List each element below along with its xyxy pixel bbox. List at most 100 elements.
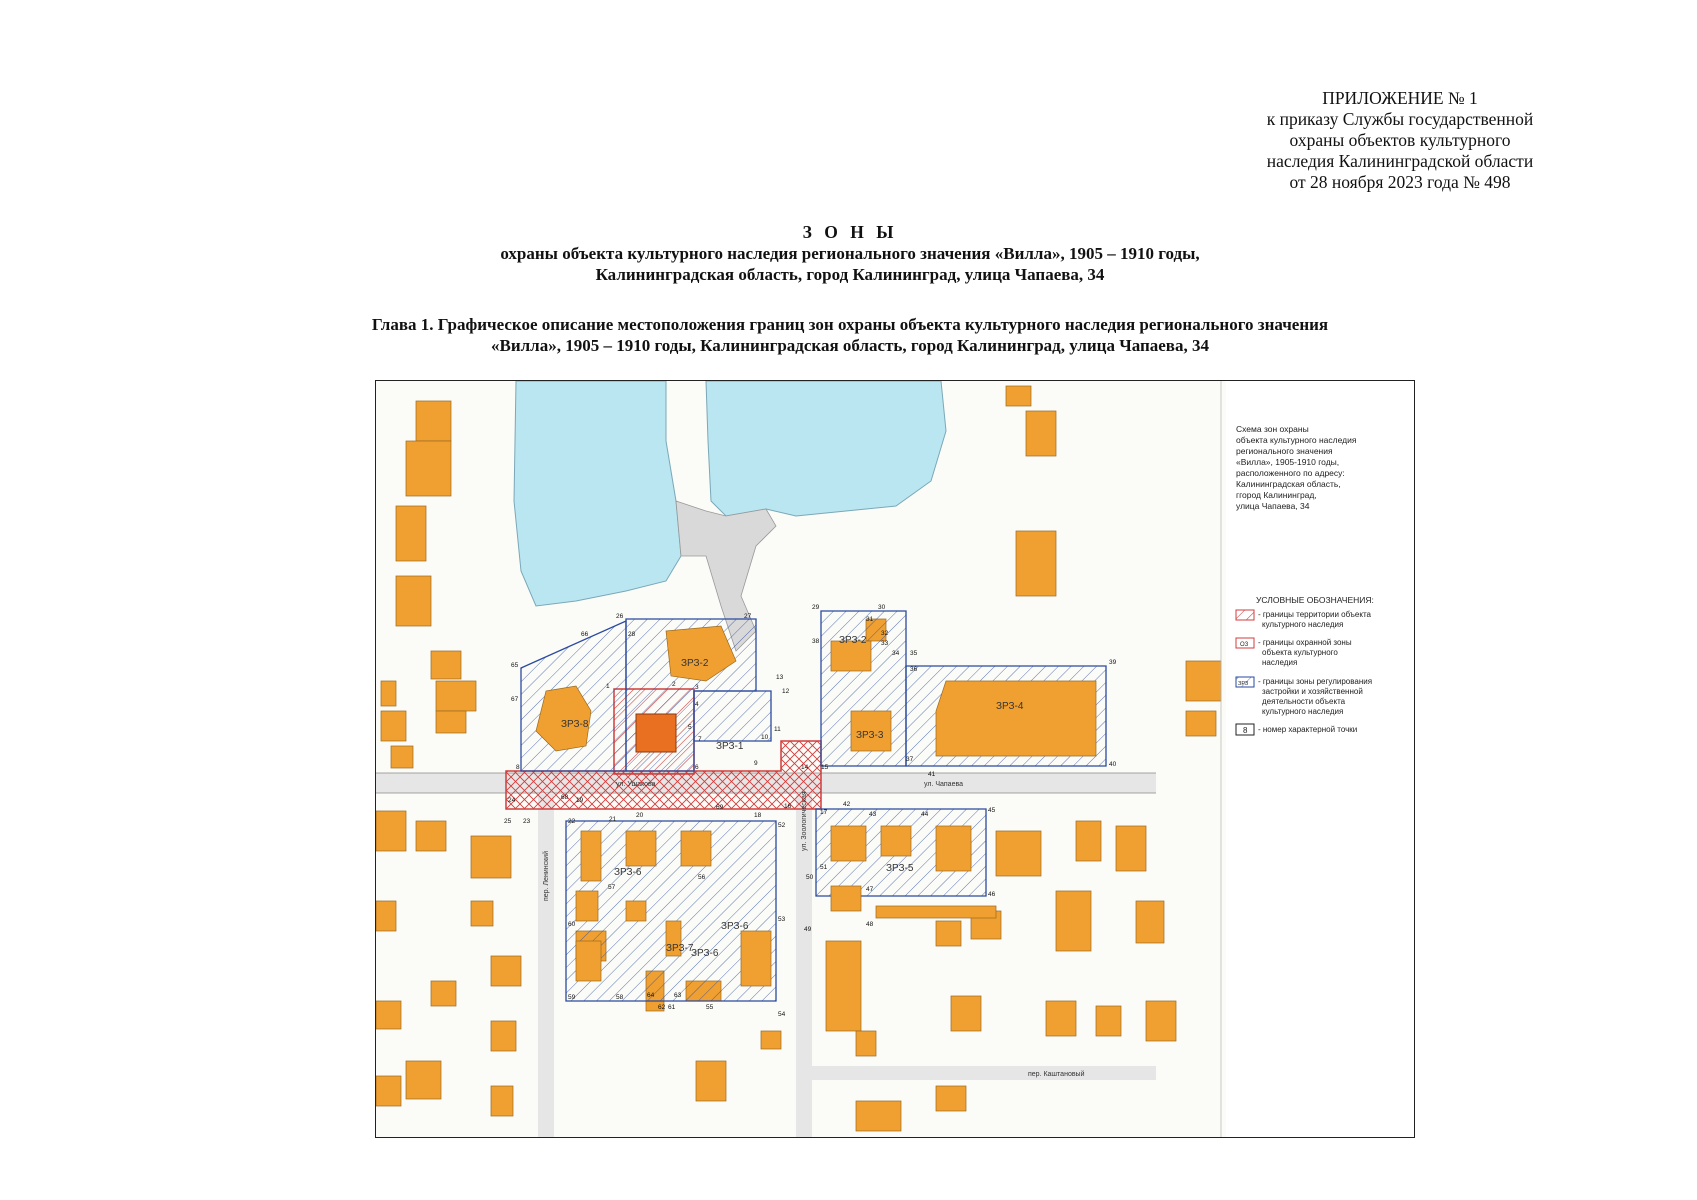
point-number: 44 (921, 811, 929, 818)
legend-swatch-territory (1235, 609, 1255, 621)
point-number: 19 (576, 797, 584, 804)
appendix-line: к приказу Службы государственной (1266, 109, 1534, 129)
point-number: 69 (716, 804, 724, 811)
point-number: 65 (511, 662, 519, 669)
zone-label: ЗРЗ-2 (681, 658, 709, 669)
point-number: 66 (581, 631, 589, 638)
point-number: 16 (784, 803, 792, 810)
point-number: 8 (516, 764, 520, 771)
water-pond (513, 381, 682, 607)
point-number: 43 (869, 811, 877, 818)
scheme-caption-line: объекта культурного наследия (1236, 435, 1357, 445)
legend-swatch-regulation (1235, 676, 1255, 688)
point-number: 45 (988, 807, 996, 814)
heritage-building (635, 713, 677, 753)
street-label: ул. Чапаева (924, 781, 963, 788)
point-number: 3 (695, 684, 699, 691)
street-label: ул. Зоологическая (801, 791, 808, 851)
point-number: 17 (820, 809, 828, 816)
legend-symbol: ЗРЗ (1238, 681, 1249, 687)
point-number: 57 (608, 884, 616, 891)
point-number: 67 (511, 696, 519, 703)
point-number: 22 (568, 818, 576, 825)
water-pond (705, 381, 947, 517)
point-number: 14 (801, 764, 809, 771)
zone-label: ЗРЗ-6 (614, 867, 642, 878)
road-zoologicheskaya (796, 793, 812, 1137)
point-number: 59 (568, 994, 576, 1001)
legend-text: культурного наследия (1262, 620, 1343, 629)
scheme-caption-line: улица Чапаева, 34 (1236, 501, 1310, 511)
point-number: 50 (806, 874, 814, 881)
chapter-heading: Глава 1. Графическое описание местополож… (240, 314, 1460, 356)
street-labels: ул. Чапаева пер. Каштановый пер. Ленинск… (542, 781, 1085, 1078)
point-numbers: 1 2 3 4 5 6 7 8 9 10 11 12 13 14 15 16 1… (504, 604, 1117, 1018)
street-label: пер. Каштановый (1028, 1070, 1085, 1078)
point-number: 48 (866, 921, 874, 928)
zone-buildings (535, 625, 1097, 987)
point-number: 31 (866, 616, 874, 623)
zone-label: ЗРЗ-8 (561, 719, 589, 730)
legend-title: УСЛОВНЫЕ ОБОЗНАЧЕНИЯ: (1256, 595, 1374, 605)
point-number: 68 (561, 794, 569, 801)
point-number: 42 (843, 801, 851, 808)
road-leninsky (538, 793, 554, 1137)
legend-text: культурного наследия (1262, 707, 1343, 716)
scheme-caption-line: «Вилла», 1905-1910 годы, (1236, 457, 1339, 467)
point-number: 37 (906, 756, 914, 763)
street-label: ул. Ушакова (616, 781, 656, 788)
point-number: 24 (508, 797, 516, 804)
point-number: 46 (988, 891, 996, 898)
zone-map-svg: ЗРЗ-1 ЗРЗ-2 ЗРЗ-3 ЗРЗ-4 ЗРЗ-5 ЗРЗ-6 ЗРЗ-… (376, 381, 1414, 1137)
point-number: 15 (821, 764, 829, 771)
point-number: 55 (706, 1004, 714, 1011)
point-number: 7 (698, 736, 702, 743)
point-number: 54 (778, 1011, 786, 1018)
chapter-line: Глава 1. Графическое описание местополож… (371, 315, 1329, 334)
legend-text: объекта культурного (1262, 648, 1338, 657)
zone-label: ЗРЗ-1 (716, 741, 744, 752)
street-label: пер. Ленинский (542, 851, 550, 901)
scheme-caption-line: расположенного по адресу: (1236, 468, 1345, 478)
zone-label: ЗРЗ-6 (721, 921, 749, 932)
point-number: 4 (695, 701, 699, 708)
zone-label: ЗРЗ-7 (666, 943, 694, 954)
point-number: 62 (658, 1004, 666, 1011)
point-number: 58 (616, 994, 624, 1001)
zone-map: ЗРЗ-1 ЗРЗ-2 ЗРЗ-3 ЗРЗ-4 ЗРЗ-5 ЗРЗ-6 ЗРЗ-… (375, 380, 1415, 1138)
legend-text: застройки и хозяйственной (1262, 687, 1363, 696)
point-number: 26 (616, 613, 624, 620)
zone-labels: ЗРЗ-1 ЗРЗ-2 ЗРЗ-3 ЗРЗ-4 ЗРЗ-5 ЗРЗ-6 ЗРЗ-… (561, 635, 1024, 959)
point-number: 10 (761, 734, 769, 741)
road-kashtanovy (812, 1066, 1156, 1080)
point-number: 52 (778, 822, 786, 829)
point-number: 41 (928, 771, 936, 778)
point-number: 64 (647, 992, 655, 999)
point-number: 33 (881, 640, 889, 647)
legend-text: - границы зоны регулирования (1258, 677, 1372, 686)
legend-symbol: ОЗ (1240, 642, 1249, 648)
point-number: 53 (778, 916, 786, 923)
point-number: 25 (504, 818, 512, 825)
map-legend: УСЛОВНЫЕ ОБОЗНАЧЕНИЯ: - границы территор… (1235, 595, 1374, 736)
zone-label: ЗРЗ-4 (996, 701, 1024, 712)
point-number: 9 (754, 760, 758, 767)
zone-label: ЗРЗ-3 (856, 730, 884, 741)
embankment (675, 500, 777, 652)
chapter-line: «Вилла», 1905 – 1910 годы, Калининградск… (491, 336, 1209, 355)
title-line: Калининградская область, город Калинингр… (595, 265, 1105, 284)
appendix-line: от 28 ноября 2023 года № 498 (1289, 172, 1511, 192)
scheme-caption-line: ггород Калининград, (1236, 490, 1317, 500)
point-number: 11 (774, 726, 781, 733)
legend-symbol: 8 (1243, 726, 1248, 735)
point-number: 32 (881, 630, 889, 637)
point-number: 20 (636, 812, 644, 819)
point-number: 38 (812, 638, 820, 645)
point-number: 2 (672, 681, 676, 688)
appendix-header: ПРИЛОЖЕНИЕ № 1 к приказу Службы государс… (1150, 88, 1650, 193)
legend-text: - номер характерной точки (1258, 725, 1357, 734)
point-number: 61 (668, 1004, 676, 1011)
legend-swatch-protection (1235, 637, 1255, 649)
scheme-caption-line: Схема зон охраны (1236, 424, 1309, 434)
title-heading: З О Н Ы (802, 222, 898, 242)
